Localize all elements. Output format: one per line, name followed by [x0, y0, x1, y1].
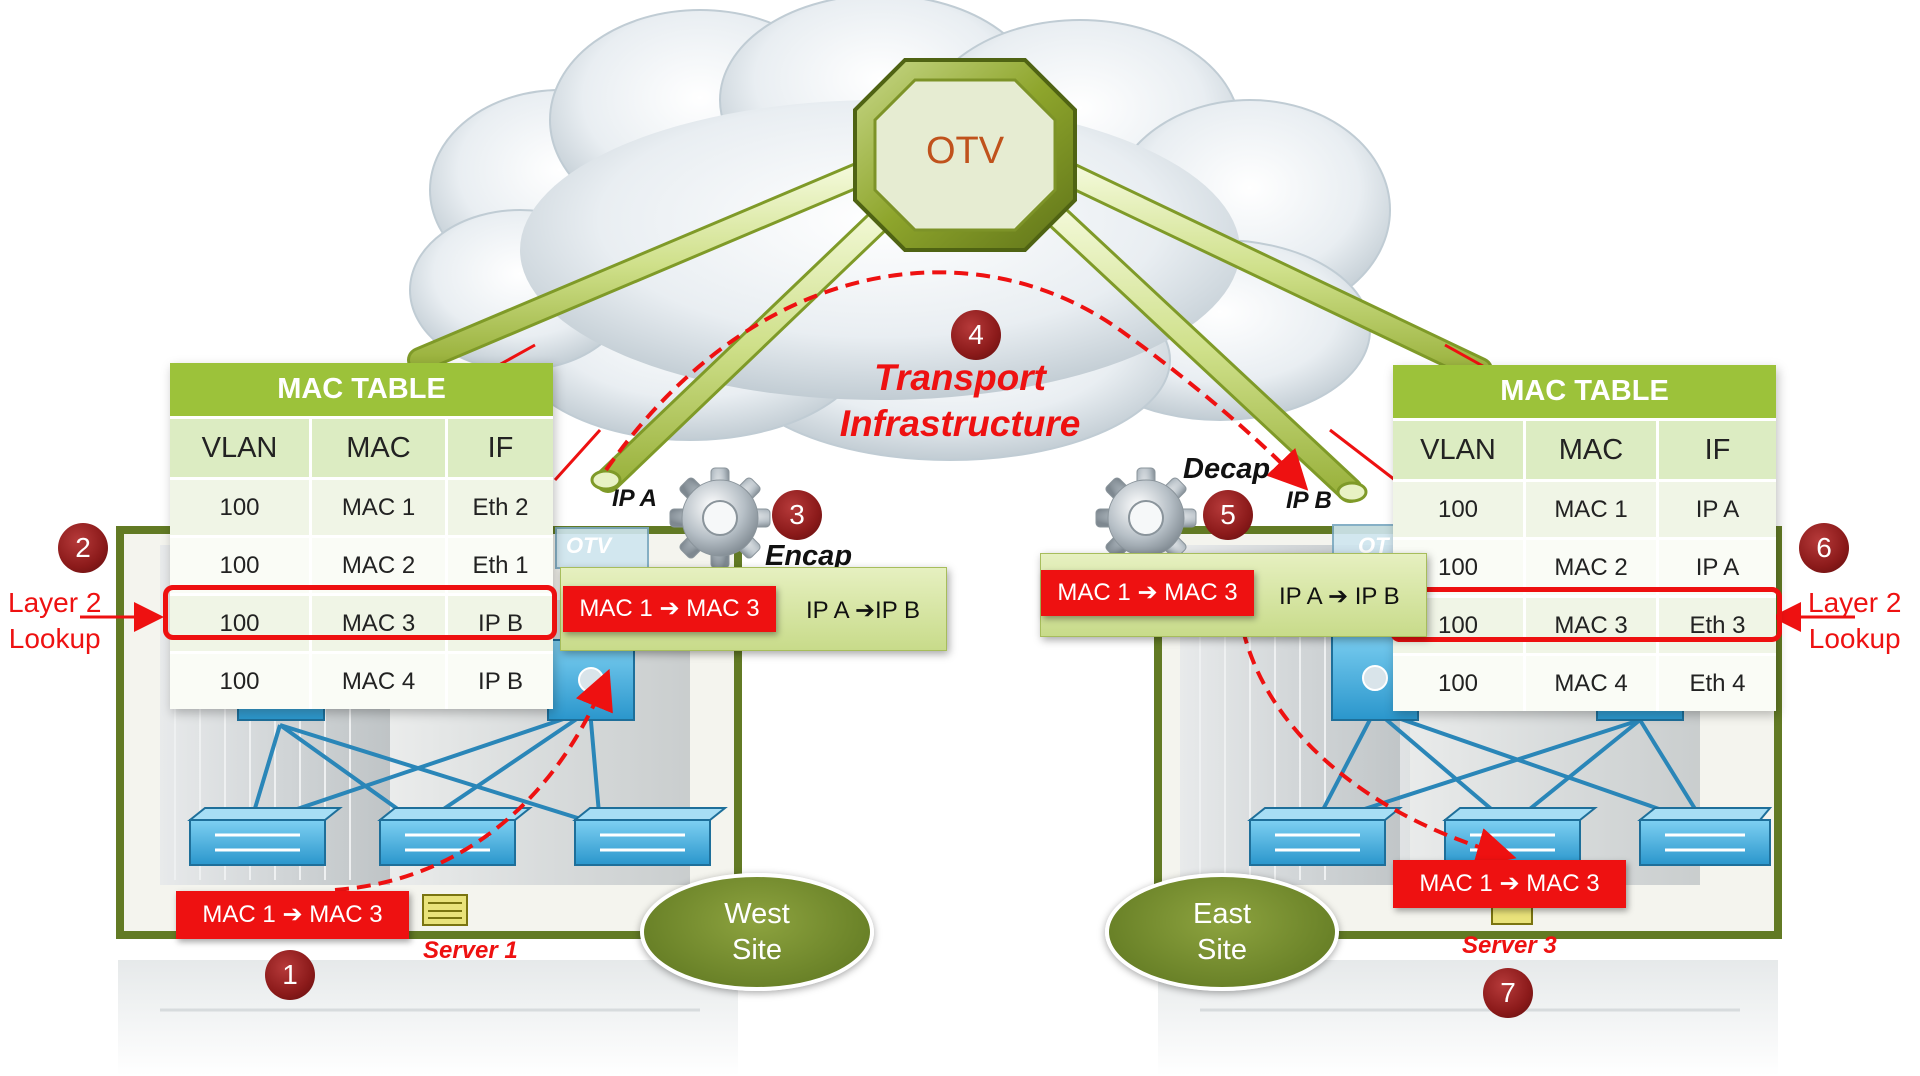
table-row: 100 MAC 1 Eth 2 — [170, 477, 553, 535]
cell-if: Eth 1 — [448, 535, 553, 593]
col-header-mac: MAC — [312, 416, 448, 477]
table-row: 100 MAC 1 IP A — [1393, 479, 1776, 537]
col-header-vlan: VLAN — [1393, 418, 1526, 479]
cell-if: IP A — [1659, 479, 1776, 537]
east-lookup-label: Layer 2 Lookup — [1808, 585, 1901, 657]
west-server-frame: MAC 1 ➔ MAC 3 — [176, 891, 409, 939]
east-lookup-line1: Layer 2 — [1808, 587, 1902, 618]
cell-mac: MAC 4 — [1526, 653, 1659, 711]
leader-line — [1329, 428, 1396, 482]
cell-vlan: 100 — [1393, 479, 1526, 537]
floor-reflection — [118, 960, 1778, 1076]
west-frame-ip: IP A ➔IP B — [806, 597, 920, 624]
table-row: 100 MAC 2 Eth 1 — [170, 535, 553, 593]
east-server-frame: MAC 1 ➔ MAC 3 — [1393, 860, 1626, 908]
west-site-line2: Site — [732, 934, 782, 966]
mac-table-title: MAC TABLE — [170, 363, 553, 416]
encap-label: Encap — [765, 540, 853, 572]
step-badge-5: 5 — [1203, 490, 1253, 540]
east-site-badge: East Site — [1105, 873, 1339, 991]
step-badge-1: 1 — [265, 950, 315, 1000]
otv-tunnels — [407, 157, 1493, 503]
otv-node — [853, 58, 1077, 252]
decap-label: Decap — [1183, 453, 1271, 485]
west-encap-frame: MAC 1 ➔ MAC 3 IP A ➔IP B — [560, 567, 947, 651]
transport-cloud — [409, 0, 1391, 461]
cell-mac: MAC 4 — [312, 651, 448, 709]
cell-vlan: 100 — [1393, 653, 1526, 711]
transport-label-line1: Transport — [873, 357, 1046, 398]
table-row: 100 MAC 4 Eth 4 — [1393, 653, 1776, 711]
cell-mac: MAC 1 — [1526, 479, 1659, 537]
cell-if: Eth 4 — [1659, 653, 1776, 711]
transport-label: Transport Infrastructure — [820, 355, 1100, 447]
west-otv-tag: OTV — [566, 533, 612, 558]
west-frame-mac: MAC 1 ➔ MAC 3 — [563, 586, 776, 632]
west-lookup-line2: Lookup — [8, 623, 101, 654]
cell-if: IP B — [448, 593, 553, 651]
cell-mac: MAC 3 — [312, 593, 448, 651]
col-header-mac: MAC — [1526, 418, 1659, 479]
east-encap-frame: MAC 1 ➔ MAC 3 IP A ➔ IP B — [1040, 553, 1427, 637]
table-row: 100 MAC 4 IP B — [170, 651, 553, 709]
gear-icon — [1095, 467, 1197, 569]
cell-if: IP B — [448, 651, 553, 709]
step-badge-2: 2 — [58, 523, 108, 573]
east-site-line1: East — [1192, 897, 1252, 930]
west-site-badge: West Site — [640, 873, 874, 991]
west-ip-label: IP A — [612, 485, 657, 512]
cell-mac: MAC 2 — [1526, 537, 1659, 595]
col-header-vlan: VLAN — [170, 416, 312, 477]
leader-line — [553, 428, 602, 482]
cell-vlan: 100 — [170, 651, 312, 709]
west-lookup-highlight — [163, 585, 557, 640]
west-lookup-label: Layer 2 Lookup — [8, 585, 101, 657]
server-1-label: Server 1 — [423, 937, 518, 964]
cell-vlan: 100 — [170, 593, 312, 651]
east-ip-label: IP B — [1286, 487, 1332, 514]
cell-if: Eth 3 — [1659, 595, 1776, 653]
cell-mac: MAC 2 — [312, 535, 448, 593]
col-header-if: IF — [1659, 418, 1776, 479]
transport-arrow — [604, 270, 1309, 491]
east-mac-table: MAC TABLE VLAN MAC IF 100 MAC 1 IP A 100… — [1393, 365, 1776, 711]
step-badge-4: 4 — [951, 310, 1001, 360]
server-3-label: Server 3 — [1462, 932, 1557, 959]
transport-label-line2: Infrastructure — [839, 403, 1081, 444]
cell-vlan: 100 — [170, 477, 312, 535]
otv-node-label: OTV — [925, 130, 1005, 172]
east-forward-arrow — [1241, 629, 1517, 867]
cell-vlan: 100 — [170, 535, 312, 593]
cell-if: IP A — [1659, 537, 1776, 595]
east-lookup-line2: Lookup — [1808, 623, 1901, 654]
cell-mac: MAC 1 — [312, 477, 448, 535]
east-frame-ip: IP A ➔ IP B — [1279, 583, 1400, 610]
west-forward-arrow — [334, 668, 613, 892]
step-badge-3: 3 — [772, 490, 822, 540]
east-lookup-highlight — [1390, 587, 1782, 642]
cell-if: Eth 2 — [448, 477, 553, 535]
west-mac-table: MAC TABLE VLAN MAC IF 100 MAC 1 Eth 2 10… — [170, 363, 553, 709]
col-header-if: IF — [448, 416, 553, 477]
west-lookup-line1: Layer 2 — [8, 587, 102, 618]
step-badge-7: 7 — [1483, 968, 1533, 1018]
east-frame-mac: MAC 1 ➔ MAC 3 — [1041, 570, 1254, 616]
east-site-line2: Site — [1197, 934, 1247, 966]
table-row: 100 MAC 3 Eth 3 — [1393, 595, 1776, 653]
table-row: 100 MAC 3 IP B — [170, 593, 553, 651]
cell-mac: MAC 3 — [1526, 595, 1659, 653]
step-badge-6: 6 — [1799, 523, 1849, 573]
gear-icon — [669, 467, 771, 569]
mac-table-title: MAC TABLE — [1393, 365, 1776, 418]
west-site-line1: West — [724, 897, 790, 930]
